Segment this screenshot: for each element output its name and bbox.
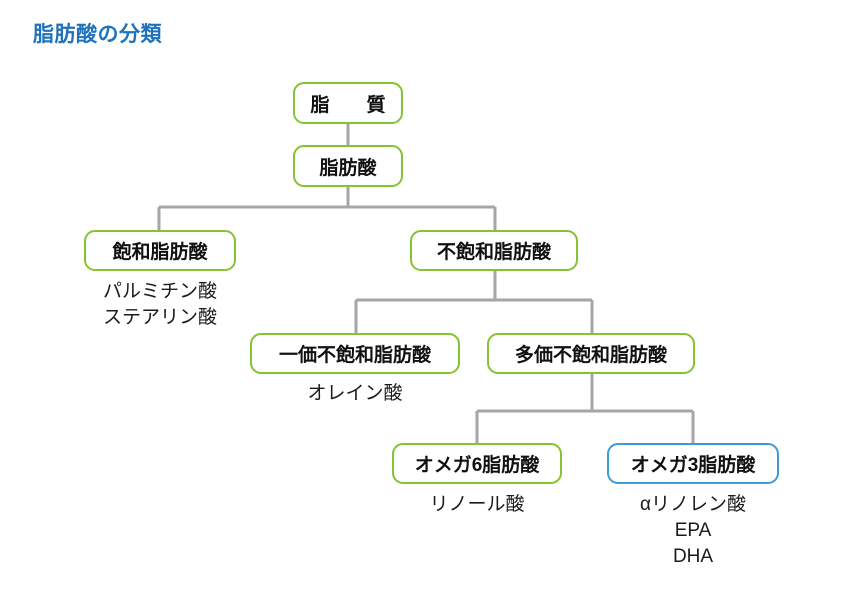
node-saturated-fatty-acid[interactable]: 飽和脂肪酸 [84,230,236,271]
node-lipid[interactable]: 脂 質 [293,82,403,124]
node-fatty-acid[interactable]: 脂肪酸 [293,145,403,187]
examples-saturated: パルミチン酸 ステアリン酸 [102,281,217,328]
examples-monounsaturated: オレイン酸 [307,383,403,404]
examples-omega6: リノール酸 [429,494,525,515]
node-monounsaturated-fatty-acid[interactable]: 一価不飽和脂肪酸 [250,333,460,374]
page-title: 脂肪酸の分類 [33,23,162,46]
node-unsaturated-fatty-acid[interactable]: 不飽和脂肪酸 [410,230,578,271]
node-omega3-fatty-acid[interactable]: オメガ3脂肪酸 [607,443,779,484]
node-polyunsaturated-fatty-acid[interactable]: 多価不飽和脂肪酸 [487,333,695,374]
examples-omega3: αリノレン酸 EPA DHA [640,494,746,567]
node-omega6-fatty-acid[interactable]: オメガ6脂肪酸 [392,443,562,484]
